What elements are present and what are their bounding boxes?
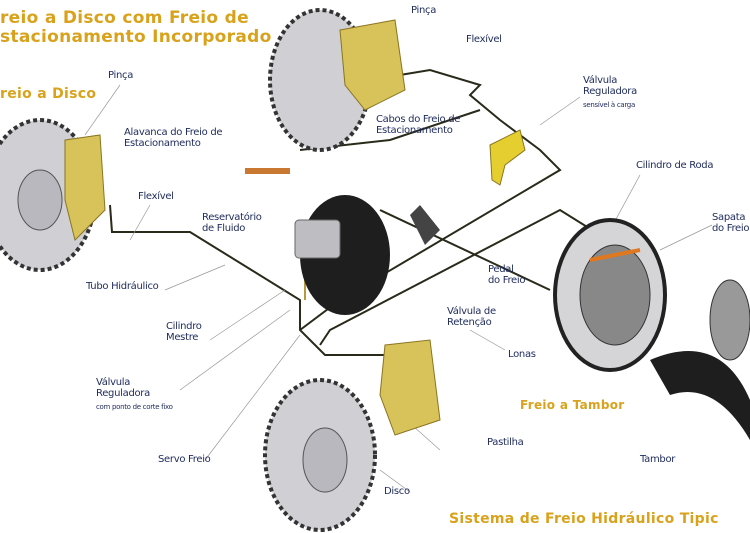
text: Pedal: [488, 264, 514, 275]
text: Reguladora: [96, 388, 150, 399]
text: Mestre: [166, 332, 199, 343]
label-disco: Disco: [384, 486, 410, 497]
text: do Freio: [712, 223, 750, 234]
text: Reservatório: [202, 212, 262, 223]
text: de Fluido: [202, 223, 246, 234]
label-servo: Servo Freio: [158, 454, 211, 465]
text: Válvula de: [447, 306, 496, 317]
label-corte-fixo: com ponto de corte fixo: [96, 403, 173, 411]
master-cylinder: [294, 219, 341, 259]
system-title: Sistema de Freio Hidráulico Tipic: [449, 511, 719, 527]
text: Estacionamento: [376, 125, 453, 136]
text: Válvula: [583, 75, 618, 86]
text: Sapata: [712, 212, 746, 223]
label-flexivel-left: Flexível: [138, 191, 174, 202]
text: Retenção: [447, 317, 492, 328]
text: Cabos do Freio de: [376, 114, 461, 125]
title-line1: reio a Disco com Freio de: [0, 8, 249, 28]
text: Cilindro: [166, 321, 202, 332]
top-caliper: [339, 19, 406, 111]
text: Estacionamento: [124, 138, 201, 149]
label-pinca-top: Pinça: [411, 5, 437, 16]
label-pastilha: Pastilha: [487, 437, 524, 448]
parking-lever: [245, 168, 290, 174]
wheel-cylinder: [589, 248, 641, 262]
text: Alavanca do Freio de: [124, 127, 223, 138]
label-tubo: Tubo Hidráulico: [86, 281, 159, 292]
left-caliper: [64, 134, 106, 241]
text: Válvula: [96, 377, 131, 388]
label-pinca-left: Pinça: [108, 70, 134, 81]
load-sensing-valve: [489, 129, 526, 186]
drum-brake-title: Freio a Tambor: [520, 398, 625, 412]
label-lonas: Lonas: [508, 349, 536, 360]
text: do Freio: [488, 275, 526, 286]
label-sensivel-carga: sensível à carga: [583, 101, 635, 109]
label-cilindro-roda: Cilindro de Roda: [636, 160, 714, 171]
brake-drum: [650, 351, 750, 440]
text: Reguladora: [583, 86, 637, 97]
bottom-caliper: [379, 339, 441, 436]
brake-pedal: [410, 205, 440, 245]
label-tambor: Tambor: [640, 454, 676, 465]
disc-brake-title: reio a Disco: [0, 86, 97, 102]
label-flexivel-top: Flexível: [466, 34, 502, 45]
title-line2: stacionamento Incorporado: [0, 27, 272, 47]
